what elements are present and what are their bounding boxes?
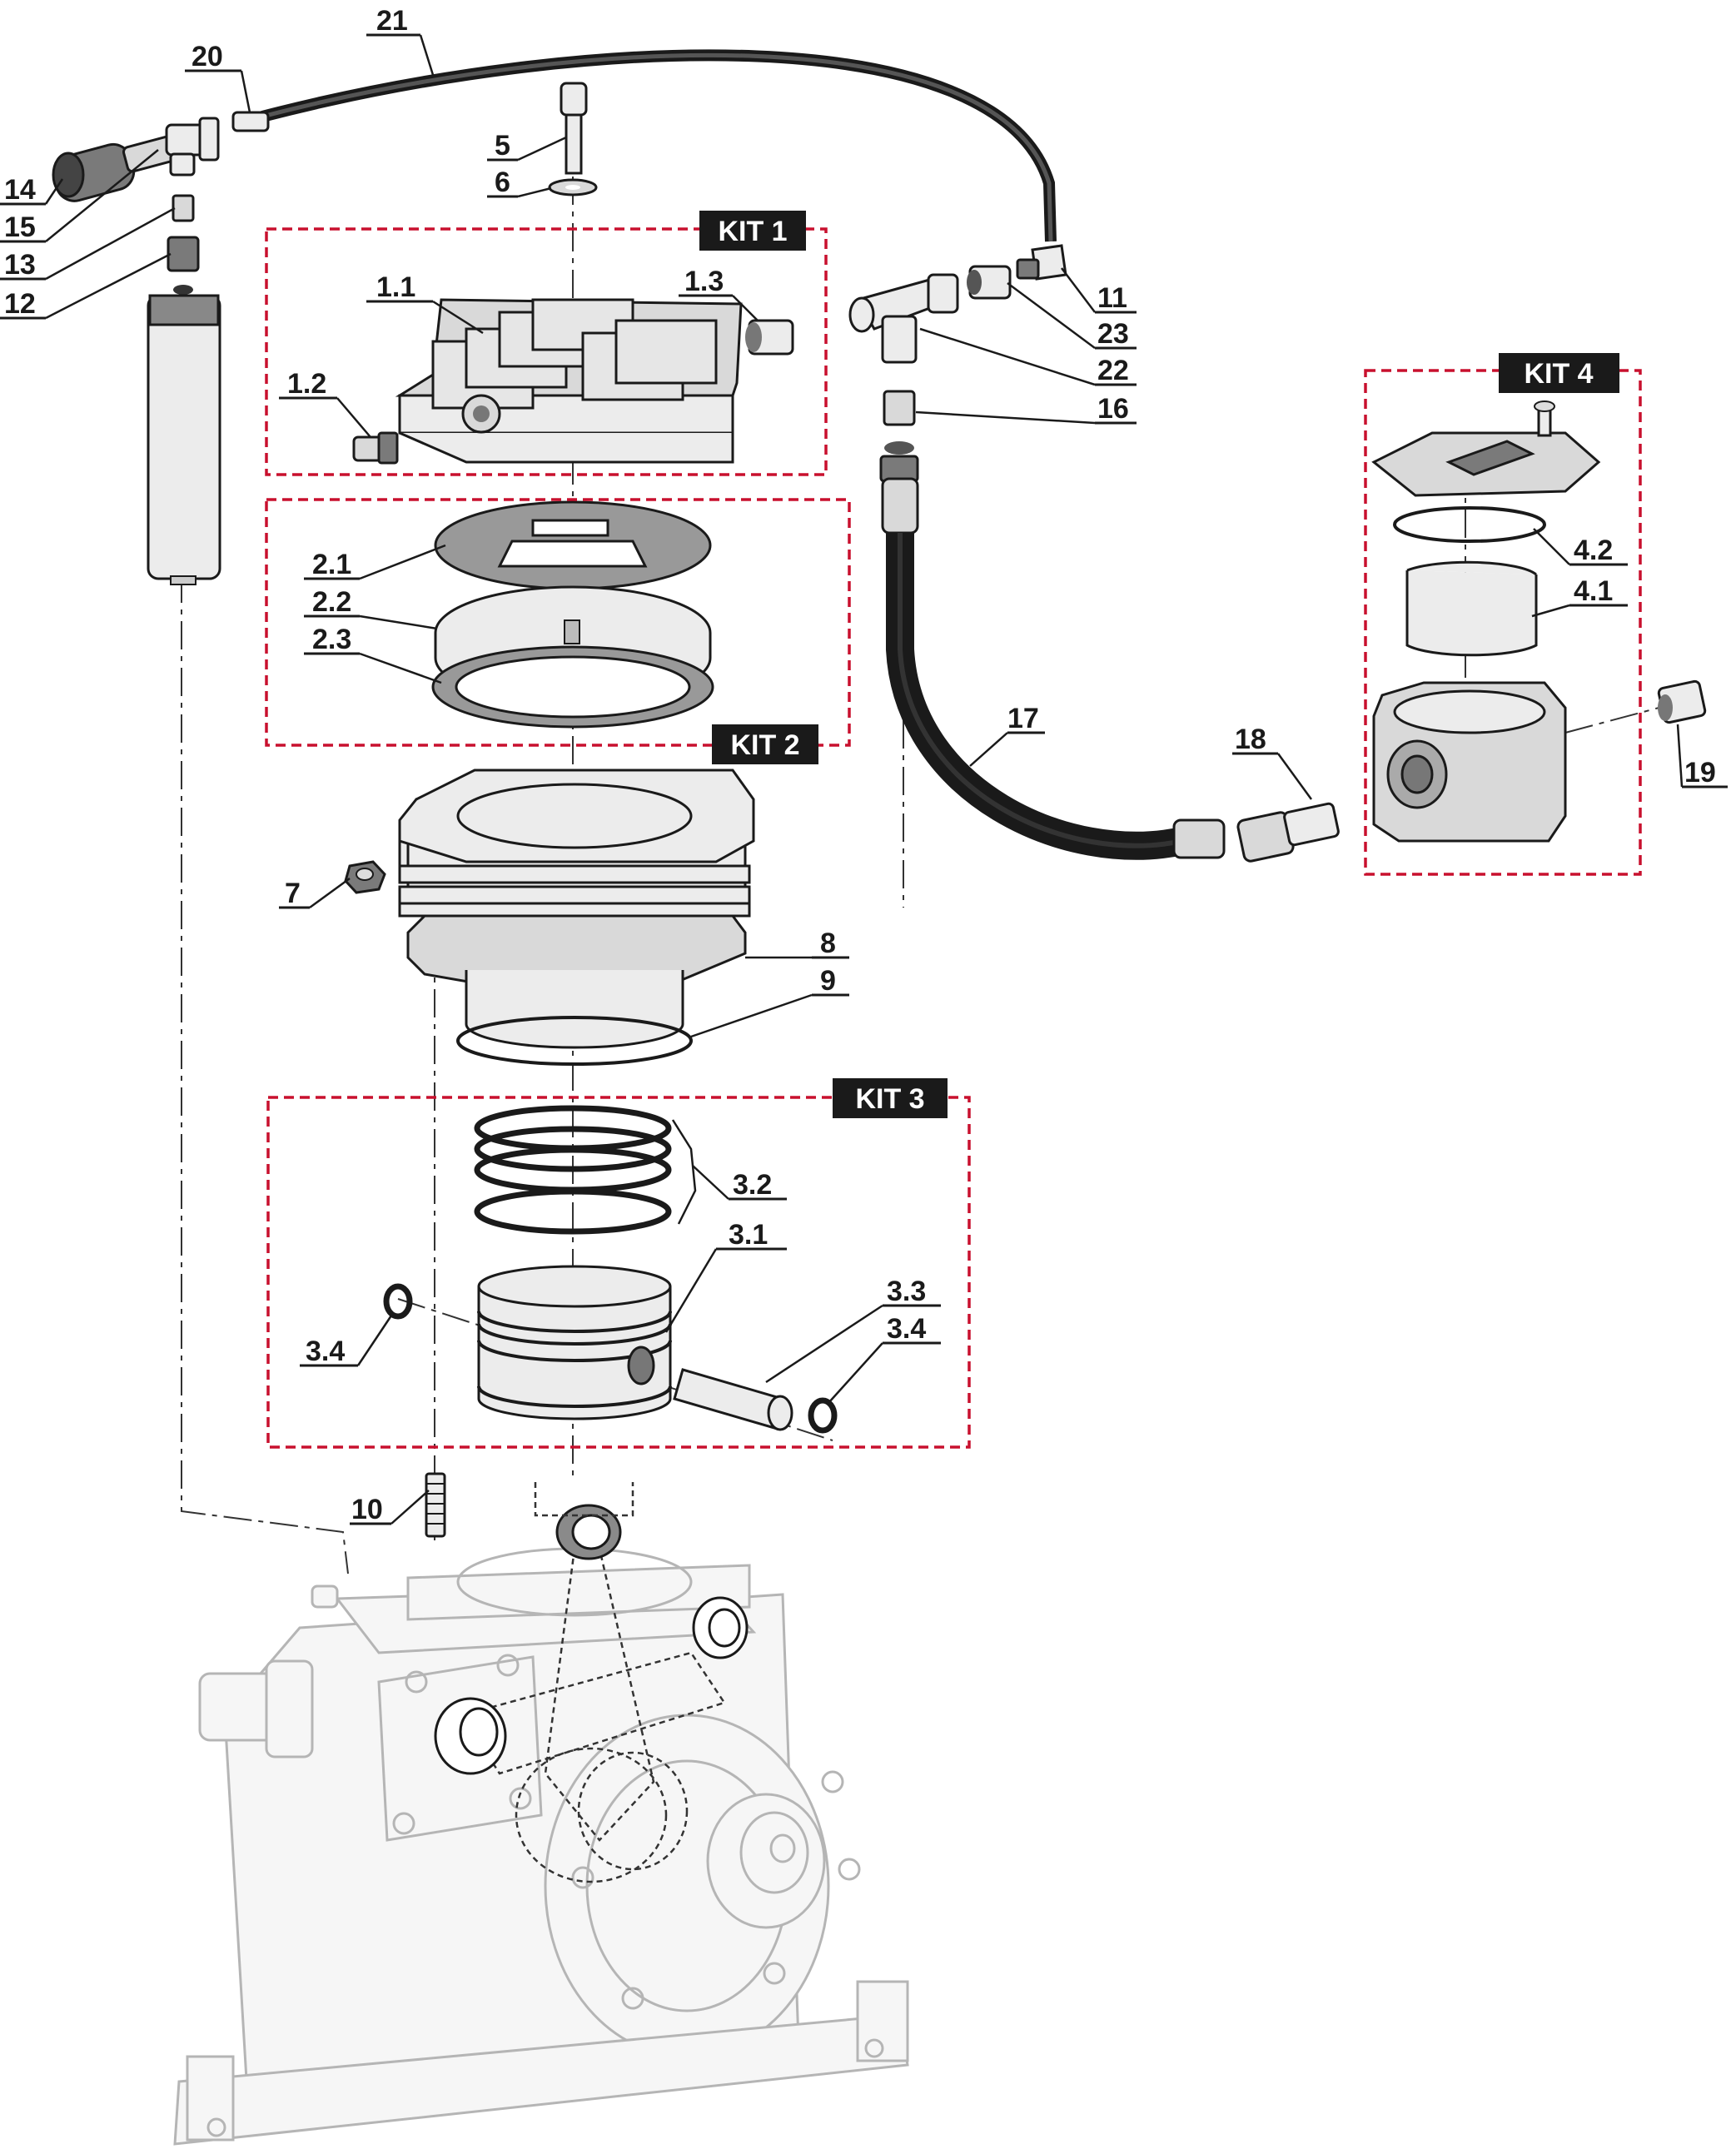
callout-3-3: 3.3	[887, 1276, 926, 1307]
fitting-18	[1236, 802, 1340, 863]
callout-7: 7	[285, 878, 301, 909]
piston	[477, 1265, 672, 1420]
piston-pin	[673, 1368, 793, 1431]
svg-text:KIT 2: KIT 2	[730, 729, 799, 761]
air-filter-assembly	[52, 117, 221, 585]
callouts: 21 20 14 15 13 12 5 6 1.1 1.2	[0, 5, 1728, 1525]
kit-4-label: KIT 4	[1499, 353, 1619, 393]
callout-3-4b: 3.4	[887, 1313, 926, 1345]
callout-1-3: 1.3	[684, 266, 724, 297]
fitting-1-3	[745, 319, 794, 356]
cylinder	[398, 769, 755, 1049]
callout-15: 15	[4, 211, 36, 243]
callout-1-1: 1.1	[376, 271, 415, 303]
stud-10	[425, 1472, 446, 1538]
kit-3-label: KIT 3	[833, 1078, 948, 1118]
fitting-19	[1657, 679, 1707, 724]
crankcase-ghost	[173, 1547, 909, 2146]
svg-text:KIT 3: KIT 3	[855, 1083, 924, 1115]
callout-4-1: 4.1	[1574, 575, 1613, 607]
kit-1-label: KIT 1	[699, 211, 806, 251]
svg-text:KIT 1: KIT 1	[718, 216, 787, 247]
cylinder-gasket	[431, 645, 714, 729]
callout-21: 21	[376, 5, 408, 37]
callout-14: 14	[4, 174, 36, 206]
o-ring-9	[456, 1016, 693, 1066]
fitting-16	[879, 390, 919, 483]
callout-16: 16	[1097, 393, 1129, 425]
connecting-rod	[434, 1482, 749, 1883]
callout-2-2: 2.2	[312, 586, 351, 618]
kit-4-box	[1364, 369, 1642, 876]
kit-boxes: KIT 1 KIT 2 KIT 3 KIT 4	[265, 211, 1642, 1449]
fitting-23	[967, 265, 1012, 300]
head-bolt	[548, 82, 598, 196]
callout-10: 10	[351, 1494, 383, 1525]
callout-2-1: 2.1	[312, 549, 351, 580]
callout-5: 5	[495, 130, 510, 162]
callout-9: 9	[820, 965, 836, 997]
callout-3-4a: 3.4	[306, 1336, 345, 1367]
callout-20: 20	[192, 41, 223, 72]
callout-8: 8	[820, 928, 836, 959]
callout-2-3: 2.3	[312, 624, 351, 655]
callout-17: 17	[1007, 703, 1039, 734]
kit-2-label: KIT 2	[712, 724, 818, 764]
kit-3-box	[266, 1096, 971, 1449]
callout-12: 12	[4, 288, 36, 320]
tee-fitting-22	[848, 273, 959, 364]
valve-plate-gasket	[434, 500, 712, 590]
nut-7	[344, 860, 386, 894]
callout-11: 11	[1097, 282, 1127, 314]
fitting-1-2	[352, 431, 399, 465]
callout-3-2: 3.2	[733, 1169, 772, 1201]
fitting-20	[231, 111, 270, 132]
callout-22: 22	[1097, 355, 1129, 386]
callout-3-1: 3.1	[729, 1219, 768, 1251]
piston-rings	[474, 1105, 672, 1235]
callout-19: 19	[1684, 757, 1716, 788]
callout-13: 13	[4, 249, 36, 281]
kit-2-box	[265, 498, 851, 747]
hose-17	[881, 477, 1226, 860]
callout-18: 18	[1235, 724, 1266, 755]
elbow-11	[1016, 244, 1067, 281]
unloader-valve	[1371, 400, 1601, 843]
svg-text:KIT 4: KIT 4	[1524, 358, 1593, 390]
callout-6: 6	[495, 167, 510, 198]
circlips	[383, 1283, 838, 1434]
callout-1-2: 1.2	[287, 368, 326, 400]
cylinder-head	[395, 298, 743, 464]
callout-4-2: 4.2	[1574, 535, 1613, 566]
callout-23: 23	[1097, 318, 1129, 350]
kit-1-box	[265, 227, 828, 476]
